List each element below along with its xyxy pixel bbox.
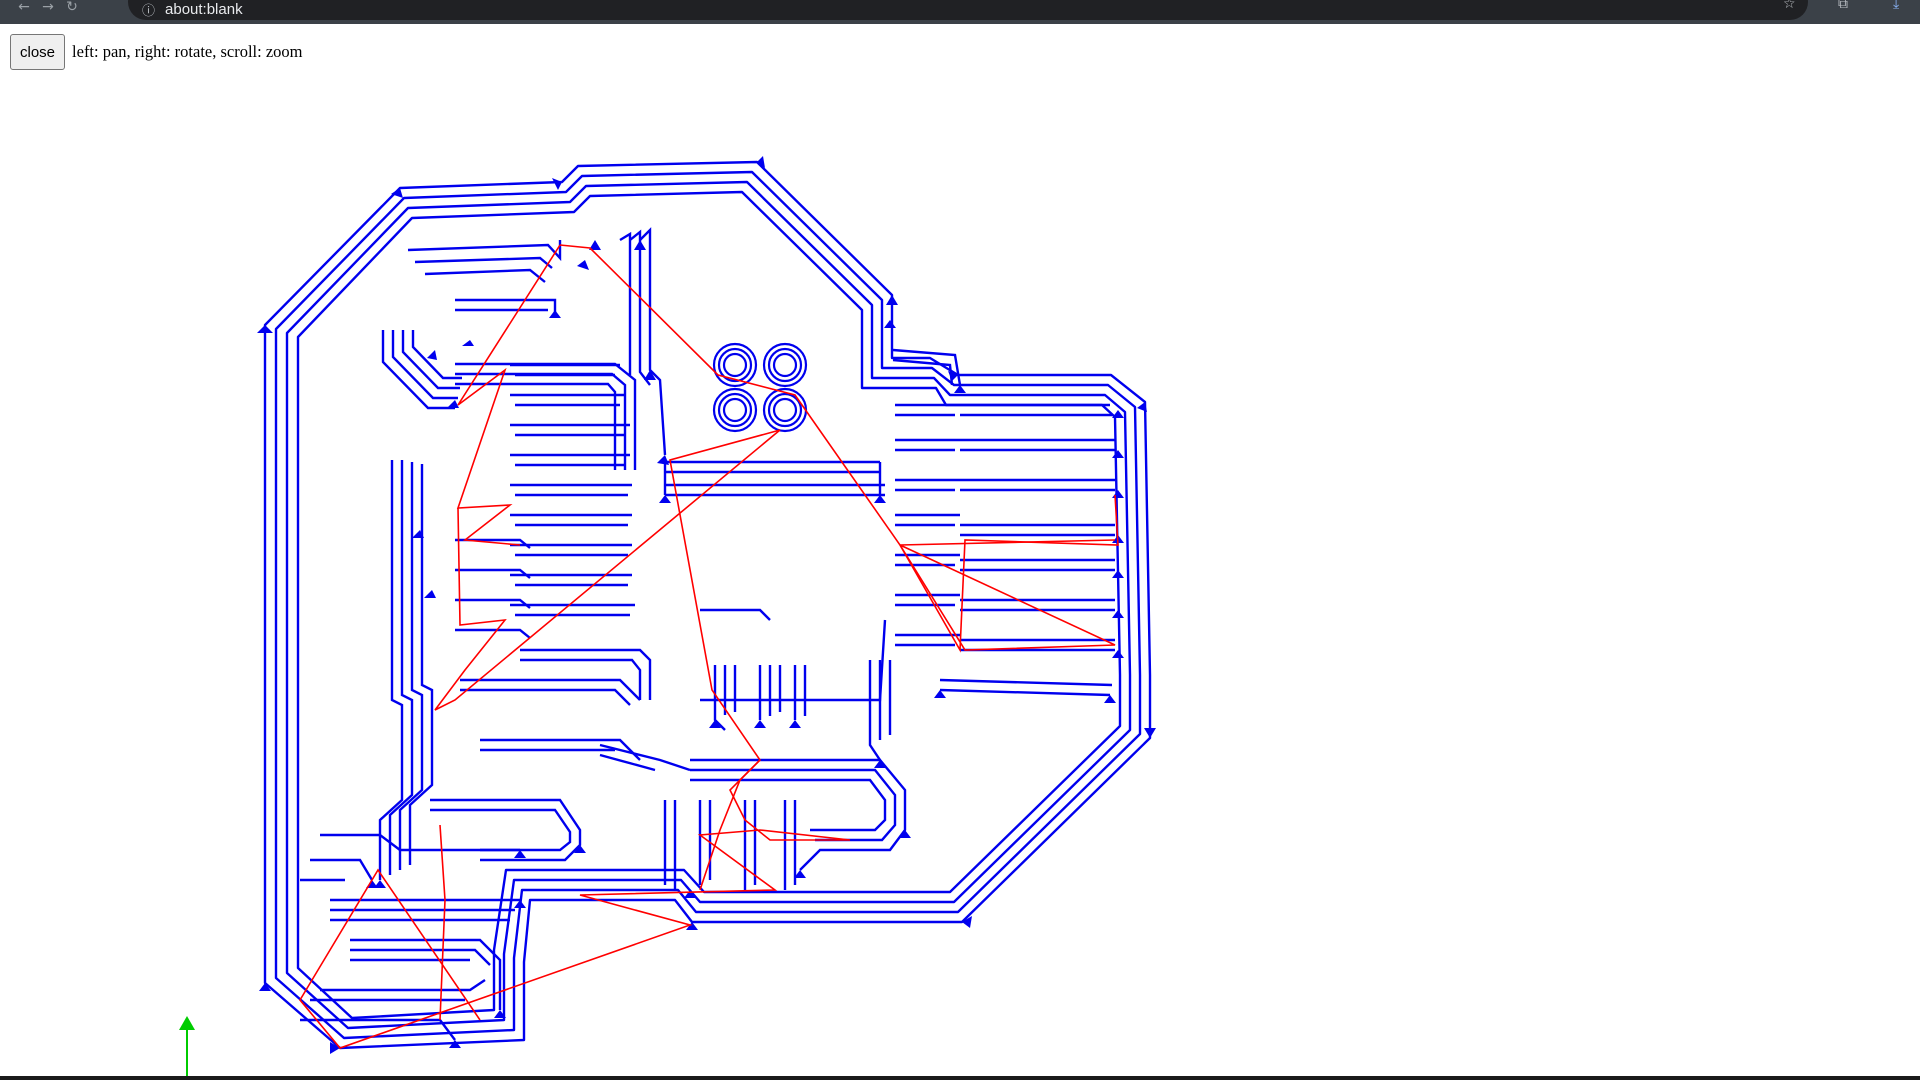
toolpath-viewport[interactable] (0, 60, 1920, 1076)
viewport-bottom-border (0, 1076, 1920, 1080)
address-bar[interactable]: ⓘ about:blank (128, 0, 1808, 20)
left-pad-rows (455, 298, 652, 706)
controls-hint: left: pan, right: rotate, scroll: zoom (72, 42, 303, 61)
download-icon[interactable]: ⤓ (1893, 0, 1900, 12)
viewer-toolbar: close left: pan, right: rotate, scroll: … (10, 34, 303, 70)
bookmark-star-icon[interactable]: ☆ (1783, 0, 1796, 12)
toolpath-direction-markers (257, 156, 1156, 1054)
center-chip-toolpath (619, 227, 887, 702)
address-url[interactable]: about:blank (165, 0, 243, 18)
ring-pad-cluster (712, 342, 808, 433)
origin-axis-indicator (179, 1016, 195, 1076)
forward-arrow-icon[interactable]: → (42, 0, 54, 15)
reload-icon[interactable]: ↻ (66, 0, 78, 15)
bottom-trace-toolpaths (300, 660, 907, 1041)
browser-toolbar: ← → ↻ ⓘ about:blank ☆ ⧉ ⤓ (0, 0, 1920, 24)
close-button[interactable]: close (10, 34, 66, 70)
info-icon[interactable]: ⓘ (142, 3, 156, 19)
right-pad-rows (892, 348, 1115, 697)
extensions-icon[interactable]: ⧉ (1838, 0, 1848, 12)
left-trace-toolpaths (378, 240, 562, 880)
back-arrow-icon[interactable]: ← (18, 0, 30, 15)
rapid-move-lines (299, 244, 1119, 1049)
board-outline-toolpath (263, 160, 1152, 1050)
